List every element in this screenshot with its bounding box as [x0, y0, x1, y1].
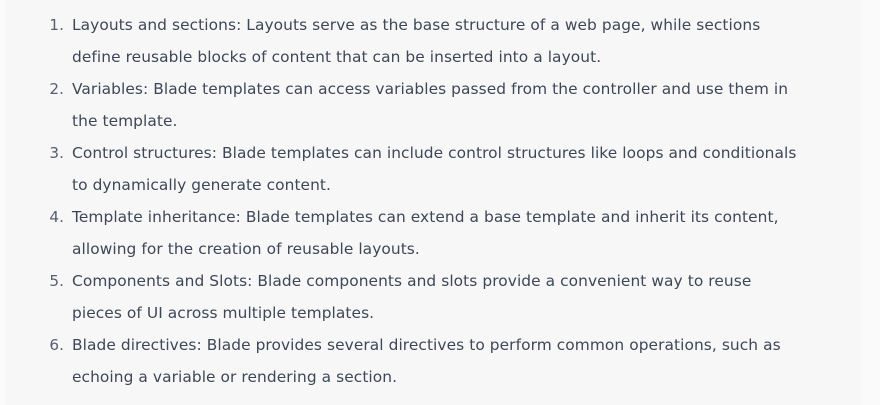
list-item: Control structures: Blade templates can …	[0, 137, 805, 201]
list-item-text: Template inheritance: Blade templates ca…	[72, 208, 779, 258]
list-marker	[44, 9, 64, 41]
list-item: Components and Slots: Blade components a…	[0, 265, 805, 329]
list-item-text: Blade directives: Blade provides several…	[72, 336, 781, 386]
content-region: Layouts and sections: Layouts serve as t…	[0, 0, 862, 405]
list-item: Variables: Blade templates can access va…	[0, 73, 805, 137]
list-item-text: Layouts and sections: Layouts serve as t…	[72, 16, 761, 66]
right-gutter-strip	[862, 0, 880, 405]
list-item: Blade directives: Blade provides several…	[0, 329, 805, 393]
list-item-text: Control structures: Blade templates can …	[72, 144, 797, 194]
list-marker	[44, 201, 64, 233]
list-marker	[44, 73, 64, 105]
list-item-text: Components and Slots: Blade components a…	[72, 272, 752, 322]
feature-list: Layouts and sections: Layouts serve as t…	[0, 9, 805, 393]
list-marker	[44, 329, 64, 361]
list-marker	[44, 265, 64, 297]
list-item: Layouts and sections: Layouts serve as t…	[0, 9, 805, 73]
list-marker	[44, 137, 64, 169]
list-item-text: Variables: Blade templates can access va…	[72, 80, 789, 130]
list-item: Template inheritance: Blade templates ca…	[0, 201, 805, 265]
